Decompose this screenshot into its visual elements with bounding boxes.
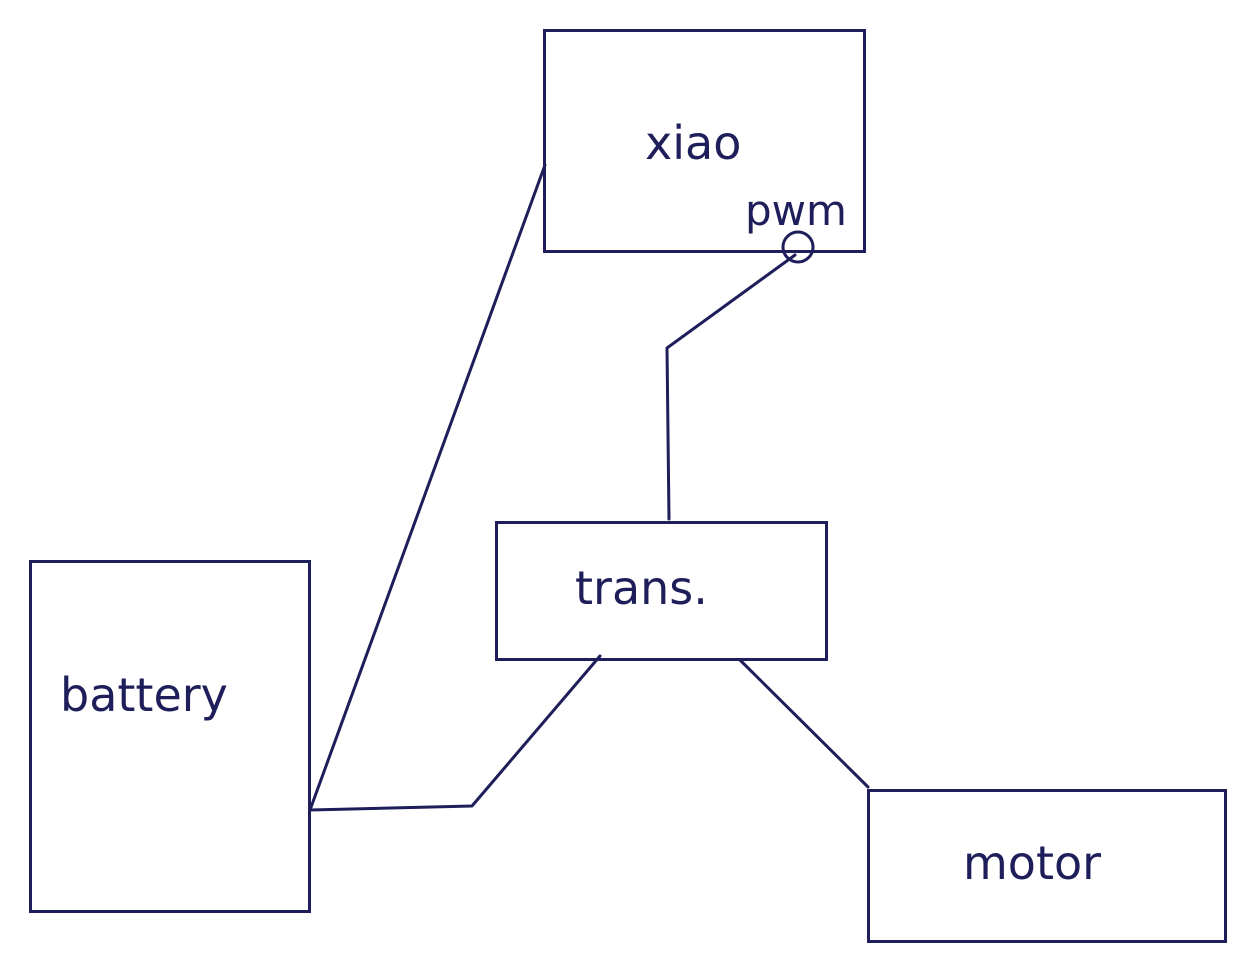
xiao-label: xiao: [645, 116, 742, 170]
wire-battery-trans: [308, 654, 602, 812]
motor-node[interactable]: [867, 789, 1227, 943]
trans-label: trans.: [575, 561, 708, 615]
pwm-pin-circle: [781, 230, 815, 264]
wire-pwm-trans: [665, 253, 797, 521]
pwm-label: pwm: [745, 186, 847, 235]
motor-label: motor: [963, 836, 1102, 890]
battery-node[interactable]: [29, 560, 311, 913]
wire-trans-motor: [738, 658, 870, 789]
wire-battery-xiao: [308, 163, 547, 812]
trans-node[interactable]: [495, 521, 828, 661]
battery-label: battery: [60, 668, 228, 722]
xiao-node[interactable]: [543, 29, 866, 253]
